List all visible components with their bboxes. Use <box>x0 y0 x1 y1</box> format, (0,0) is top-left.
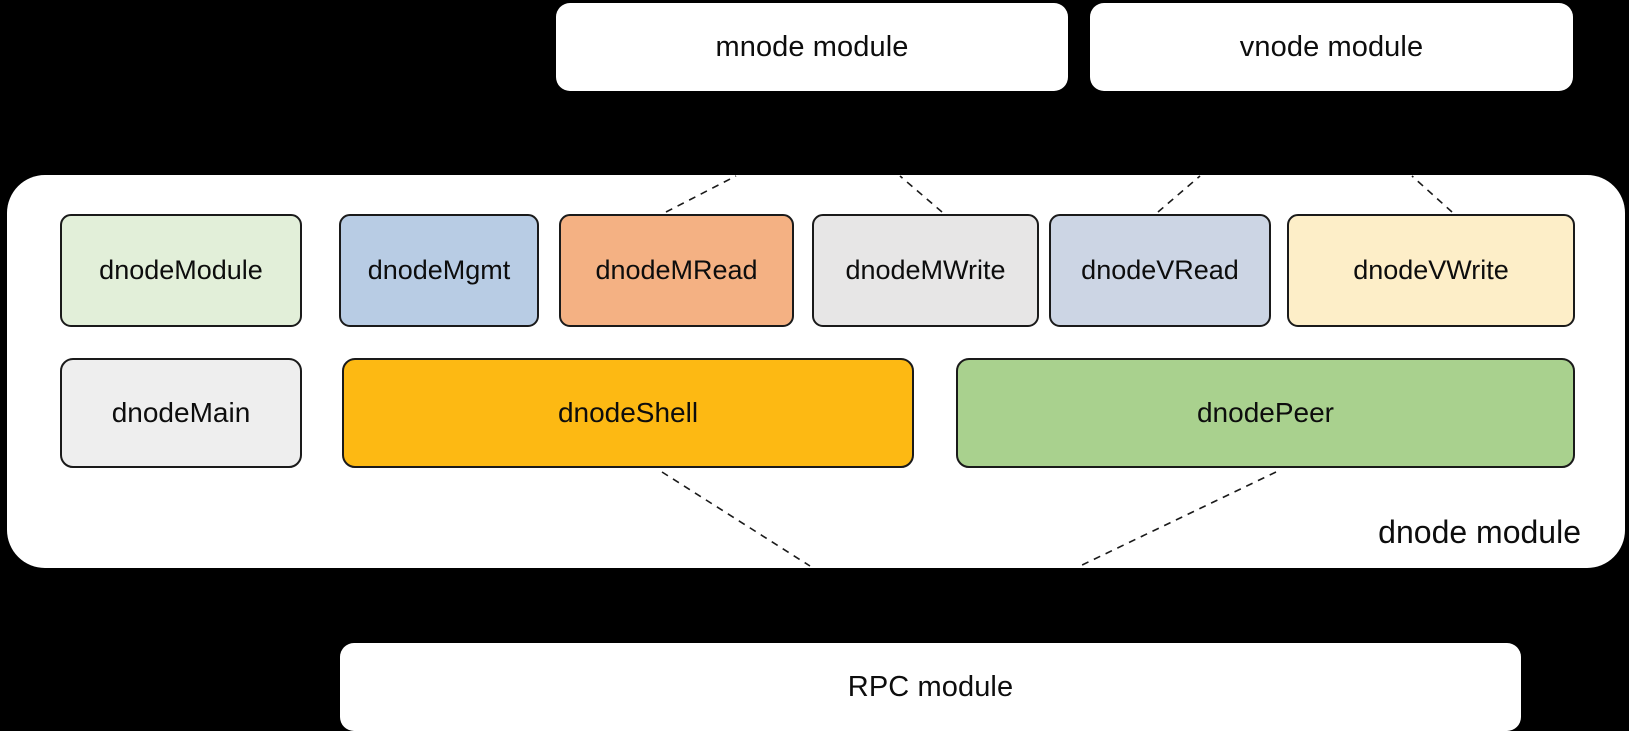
vnode-module-box[interactable]: vnode module <box>1090 3 1573 91</box>
component-dnode-main[interactable]: dnodeMain <box>60 358 302 468</box>
dnode-module-label: dnode module <box>1378 514 1581 550</box>
component-dnode-vwrite[interactable]: dnodeVWrite <box>1287 214 1575 327</box>
component-label: dnodeMgmt <box>367 255 511 285</box>
component-label: dnodeShell <box>557 397 699 428</box>
component-label: dnodeVWrite <box>1353 255 1509 285</box>
component-label: dnodeMWrite <box>845 255 1006 285</box>
component-dnode-shell[interactable]: dnodeShell <box>342 358 914 468</box>
rpc-module-label: RPC module <box>847 670 1014 703</box>
mnode-module-box[interactable]: mnode module <box>556 3 1068 91</box>
component-label: dnodePeer <box>1196 397 1334 428</box>
dnode-module-container[interactable]: dnodeModule dnodeMgmt dnodeMRead dnodeMW… <box>7 175 1625 568</box>
component-label: dnodeMain <box>111 397 251 428</box>
component-dnode-mread[interactable]: dnodeMRead <box>559 214 794 327</box>
vnode-module-label: vnode module <box>1239 30 1424 63</box>
component-dnode-mwrite[interactable]: dnodeMWrite <box>812 214 1039 327</box>
mnode-module-label: mnode module <box>715 30 909 63</box>
component-label: dnodeMRead <box>595 255 758 285</box>
component-dnode-mgmt[interactable]: dnodeMgmt <box>339 214 539 327</box>
rpc-module-box[interactable]: RPC module <box>340 643 1521 731</box>
component-label: dnodeModule <box>99 255 263 285</box>
component-dnode-peer[interactable]: dnodePeer <box>956 358 1575 468</box>
component-dnode-module[interactable]: dnodeModule <box>60 214 302 327</box>
component-label: dnodeVRead <box>1081 255 1239 285</box>
component-dnode-vread[interactable]: dnodeVRead <box>1049 214 1271 327</box>
